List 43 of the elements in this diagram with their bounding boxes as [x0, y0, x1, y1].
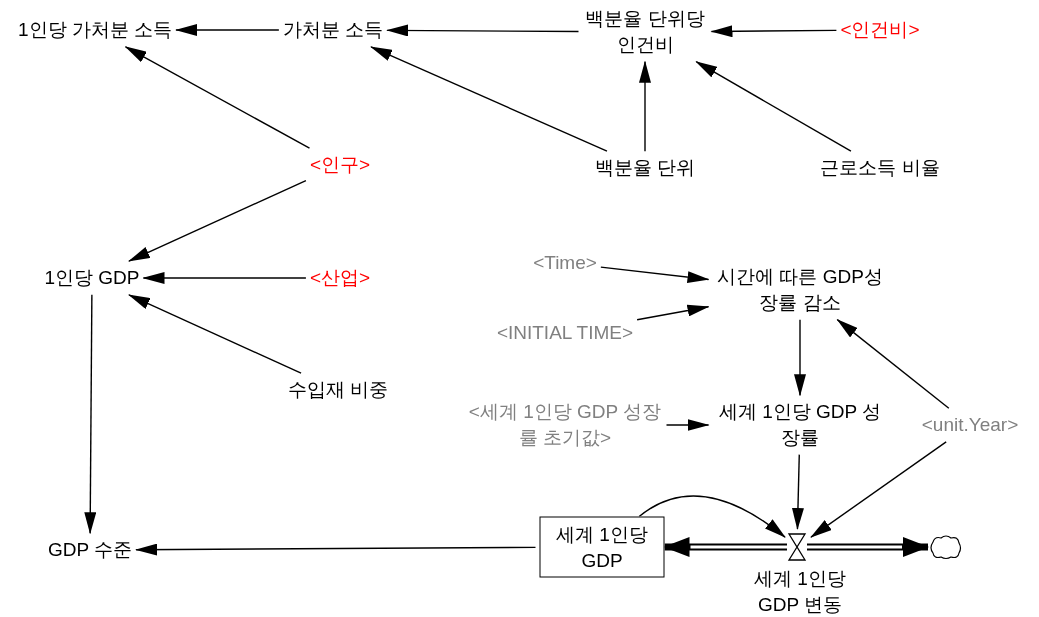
- variable-label: <인구>: [309, 152, 371, 178]
- arrow: [142, 272, 307, 284]
- variable-label: 1인당 GDP: [44, 265, 140, 291]
- arrow: [695, 60, 852, 152]
- arrow: [836, 318, 950, 409]
- variable-label: 근로소득 비율: [820, 155, 940, 181]
- flow-label: 세계 1인당 GDP 변동: [753, 567, 847, 617]
- arrow: [794, 318, 806, 397]
- arrow: [124, 46, 311, 149]
- variable-label: <세계 1인당 GDP 성장률 초기값>: [467, 399, 663, 451]
- arrow: [370, 46, 608, 152]
- variable-label: 시간에 따른 GDP성장률 감소: [712, 264, 888, 316]
- cloud-icon: [928, 534, 962, 560]
- variable-label: <unit.Year>: [921, 412, 1019, 438]
- arrow: [636, 304, 710, 321]
- arrow: [639, 60, 651, 152]
- arrow: [710, 25, 838, 38]
- arrow: [386, 24, 580, 37]
- variable-label: 가처분 소득: [282, 17, 384, 43]
- arrow: [128, 294, 302, 374]
- arrow: [600, 266, 710, 284]
- arrow: [128, 179, 307, 262]
- variable-label: 백분율 단위당 인건비: [582, 6, 708, 58]
- arrow: [791, 453, 804, 530]
- variable-label: <Time>: [533, 250, 597, 276]
- arrow: [135, 543, 537, 556]
- flow-pipe: [807, 537, 929, 557]
- variable-label: 세계 1인당 GDP 성장률: [712, 399, 888, 451]
- variable-label: 수입재 비중: [287, 377, 389, 403]
- arrow: [175, 24, 280, 36]
- variable-label: 백분율 단위: [594, 155, 696, 181]
- variable-label: 1인당 가처분 소득: [17, 17, 173, 43]
- variable-label: <산업>: [309, 265, 371, 291]
- arrow: [84, 294, 97, 535]
- stock-box: 세계 1인당 GDP: [539, 516, 665, 578]
- variable-label: <인건비>: [840, 17, 920, 43]
- valve-icon: [787, 533, 807, 561]
- arrow: [638, 495, 786, 538]
- variable-label: <INITIAL TIME>: [496, 320, 634, 346]
- arrow: [810, 441, 947, 538]
- variable-label: GDP 수준: [47, 537, 133, 563]
- arrow: [665, 419, 710, 431]
- flow-pipe: [663, 537, 787, 557]
